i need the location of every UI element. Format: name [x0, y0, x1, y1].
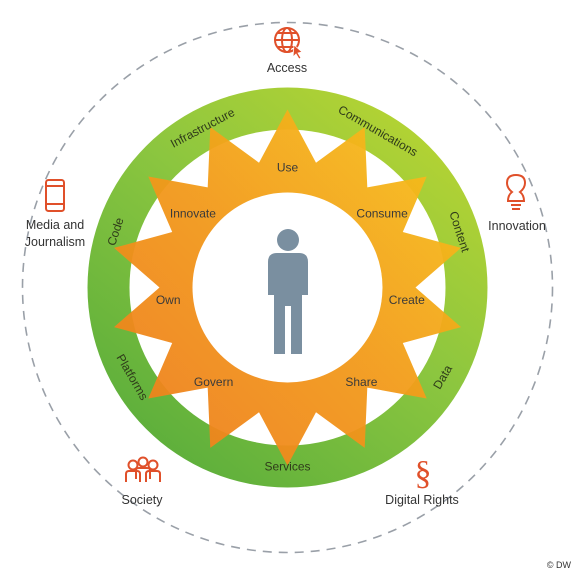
globe-cursor-icon: [274, 27, 303, 60]
outer-item-access: Access: [267, 27, 307, 75]
smartphone-icon: [45, 179, 65, 212]
lightbulb-icon: [505, 173, 527, 210]
outer-label-digital-rights: Digital Rights: [385, 493, 459, 507]
people-group-icon: [125, 456, 161, 482]
outer-item-innovation: Innovation: [488, 173, 546, 233]
gear-label-use: Use: [277, 161, 299, 175]
outer-item-society: Society: [122, 456, 164, 507]
ring-label-services: Services: [264, 460, 310, 474]
outer-label-innovation: Innovation: [488, 219, 546, 233]
credit-label: © DW: [547, 560, 572, 570]
outer-item-media: Media and Journalism: [25, 179, 85, 249]
outer-dashed-circle: [21, 21, 554, 554]
person-icon: [268, 229, 308, 354]
gear-label-innovate: Innovate: [170, 207, 216, 221]
gear-label-create: Create: [389, 293, 425, 307]
outer-item-digital-rights: § Digital Rights: [385, 455, 459, 507]
gear-label-own: Own: [156, 293, 181, 307]
outer-label-media-line2: Journalism: [25, 235, 85, 249]
gear-label-share: Share: [345, 375, 377, 389]
outer-label-society: Society: [122, 493, 164, 507]
gear-label-govern: Govern: [194, 375, 233, 389]
gear-label-consume: Consume: [356, 207, 408, 221]
section-sign-icon: §: [415, 455, 432, 492]
outer-label-access: Access: [267, 61, 307, 75]
outer-label-media-line1: Media and: [26, 218, 84, 232]
